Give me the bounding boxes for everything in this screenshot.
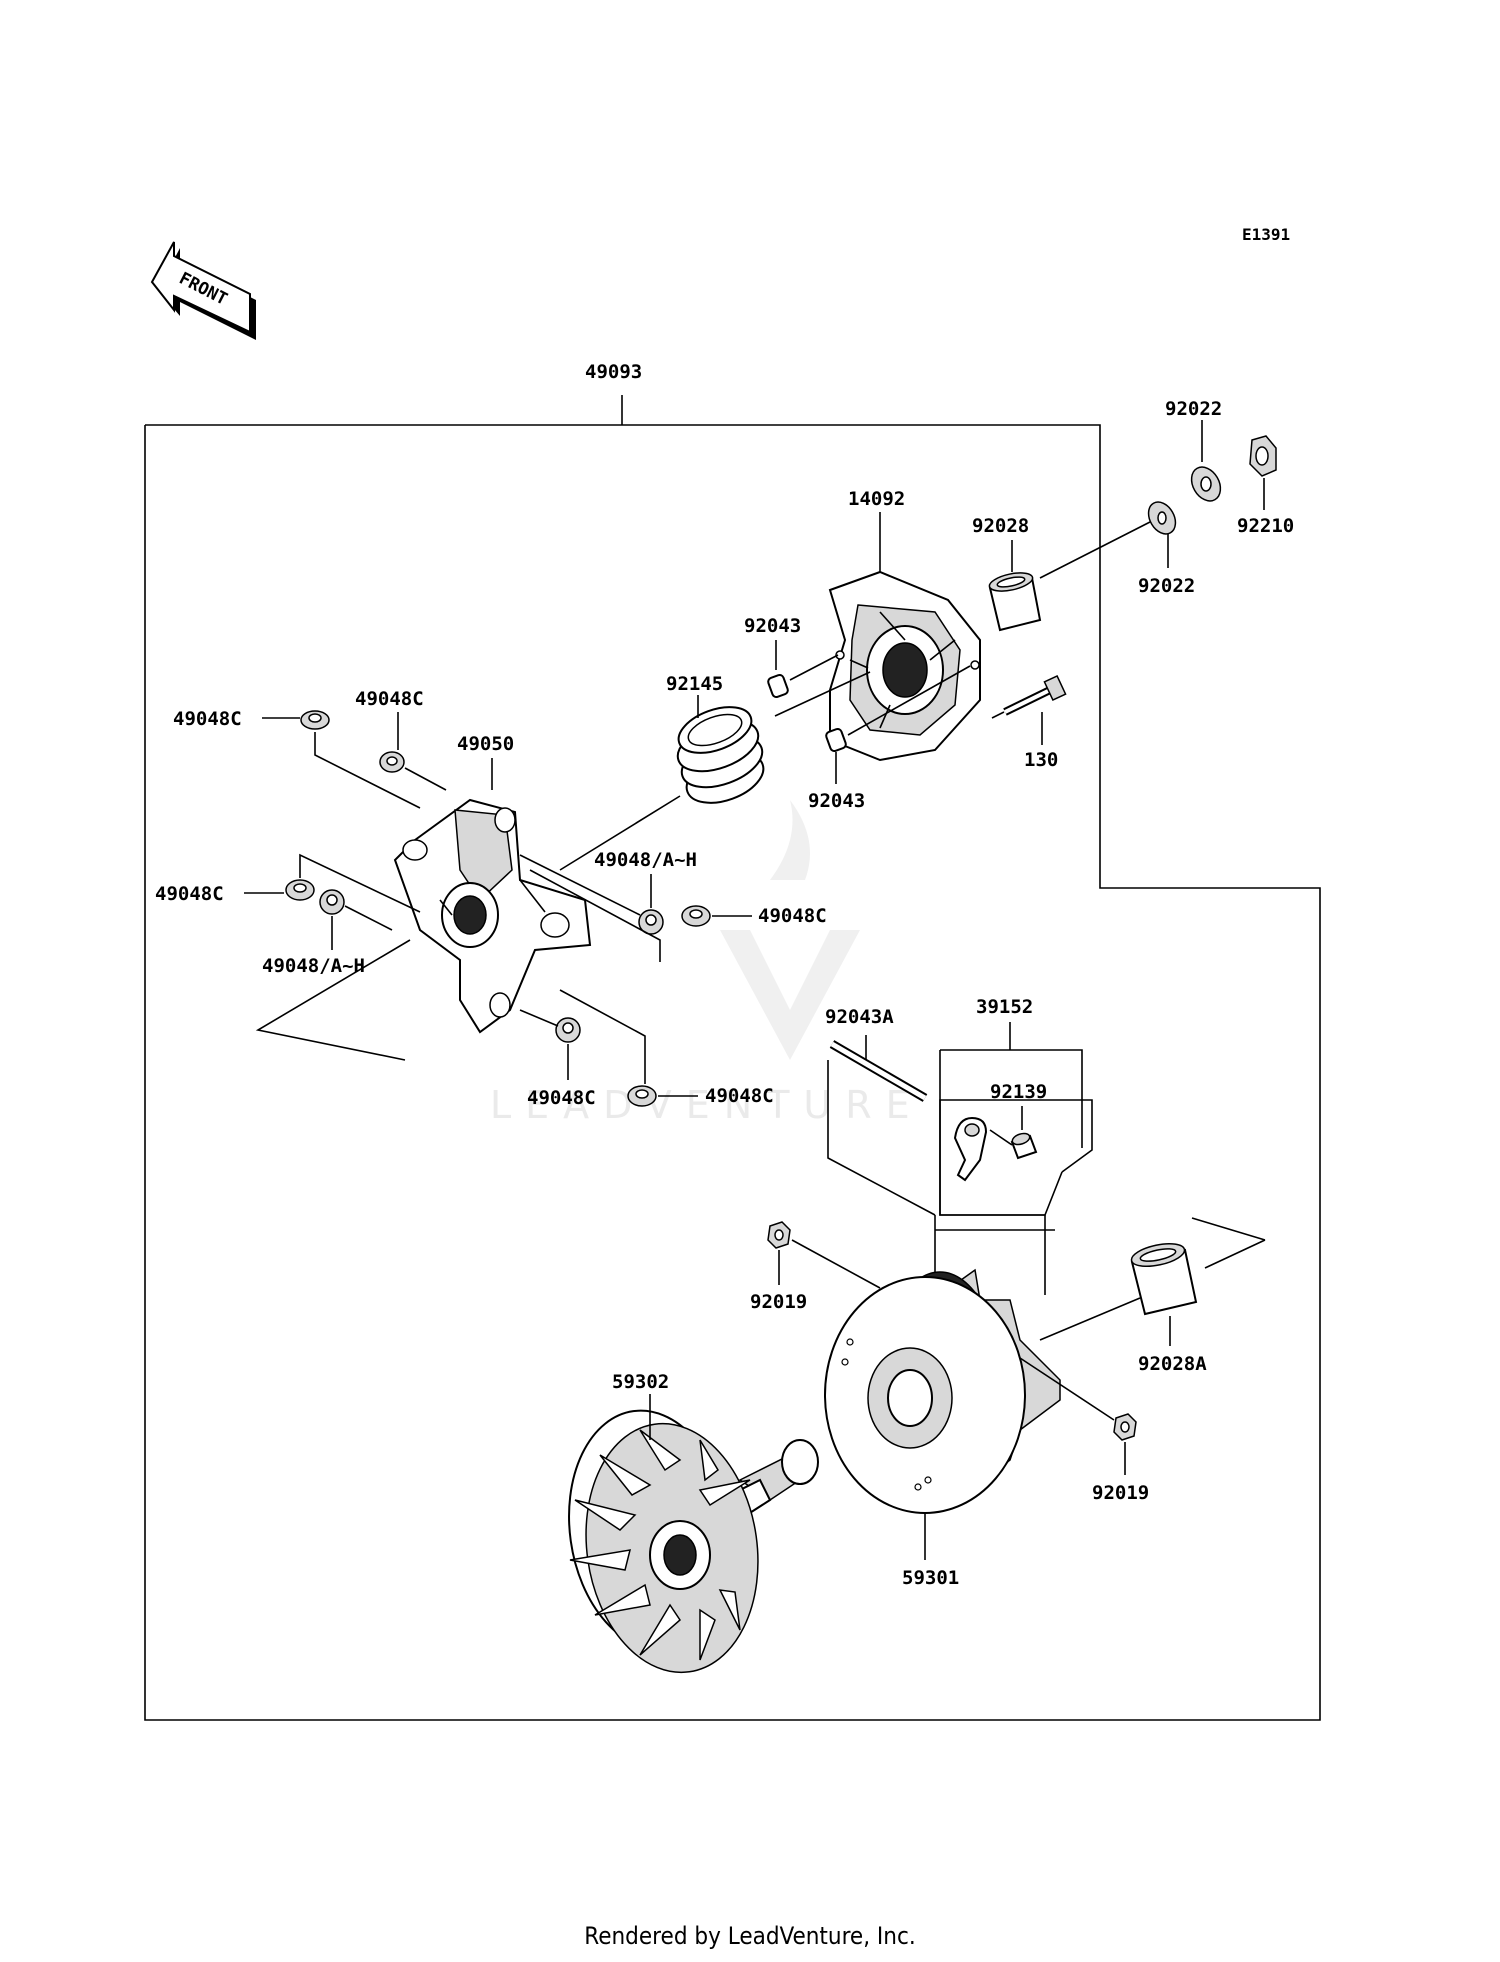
callout-92210: 92210 — [1237, 515, 1294, 537]
dowel-pin-92043-lower — [825, 727, 847, 753]
washer-92022-outer — [1147, 501, 1177, 535]
watermark-text: LEADVENTURE — [490, 1083, 924, 1127]
nut-49048C-2 — [379, 751, 405, 773]
callout-49048AH-right: 49048/A~H — [594, 849, 697, 871]
fixed-sheave-59302 — [568, 1409, 819, 1674]
nut-49048AH-left — [319, 889, 345, 915]
washer-92022-inner — [1190, 466, 1222, 502]
callout-49048C-3: 49048C — [155, 883, 224, 905]
nut-49048AH-right — [638, 909, 664, 935]
front-arrow-icon: FRONT — [150, 241, 256, 340]
spring-92145 — [676, 706, 765, 804]
nut-49048C-3 — [285, 879, 315, 901]
callout-49048C-1: 49048C — [173, 708, 242, 730]
nut-92019-upper — [767, 1221, 791, 1249]
watermark-logo: LEADVENTURE — [490, 800, 924, 1127]
callout-92139: 92139 — [990, 1081, 1047, 1103]
nut-49048C-4 — [681, 905, 711, 927]
nut-49048C-5 — [555, 1017, 581, 1043]
callout-49048C-6: 49048C — [705, 1085, 774, 1107]
bushing-92028 — [988, 572, 1042, 632]
callout-49048C-5: 49048C — [527, 1087, 596, 1109]
bushing-92028A — [1130, 1242, 1198, 1316]
nut-92210 — [1249, 435, 1277, 477]
callout-49048C-4: 49048C — [758, 905, 827, 927]
movable-sheave-59301 — [824, 1268, 1061, 1514]
callout-130: 130 — [1024, 749, 1058, 771]
diagram-code: E1391 — [1242, 225, 1290, 244]
roller-92139 — [1010, 1132, 1038, 1160]
callout-39152: 39152 — [976, 996, 1033, 1018]
callout-59301: 59301 — [902, 1567, 959, 1589]
callout-92043A: 92043A — [825, 1006, 894, 1028]
callout-92043-upper: 92043 — [744, 615, 801, 637]
pin-92043A — [829, 1040, 928, 1102]
callout-49048AH-left: 49048/A~H — [262, 955, 365, 977]
nut-49048C-1 — [300, 710, 330, 730]
callout-92022-top: 92022 — [1165, 398, 1222, 420]
callout-92022-mid: 92022 — [1138, 575, 1195, 597]
callout-49050: 49050 — [457, 733, 514, 755]
callout-92043-lower: 92043 — [808, 790, 865, 812]
nut-49048C-6 — [627, 1085, 657, 1107]
cover-14092 — [828, 570, 981, 762]
callout-92145: 92145 — [666, 673, 723, 695]
callout-92019-lower: 92019 — [1092, 1482, 1149, 1504]
callout-49048C-2: 49048C — [355, 688, 424, 710]
callout-59302: 59302 — [612, 1371, 669, 1393]
callout-92028A: 92028A — [1138, 1353, 1207, 1375]
weight-arm — [953, 1116, 988, 1182]
nut-92019-lower — [1113, 1413, 1137, 1441]
callout-49093: 49093 — [585, 361, 642, 383]
callout-92028: 92028 — [972, 515, 1029, 537]
dowel-pin-92043-upper — [767, 673, 789, 699]
spider-49050 — [393, 798, 592, 1034]
assembly-boundary — [144, 424, 1321, 1721]
callout-14092: 14092 — [848, 488, 905, 510]
callout-92019-upper: 92019 — [750, 1291, 807, 1313]
bolt-130 — [1003, 674, 1067, 716]
footer-credit: Rendered by LeadVenture, Inc. — [584, 1922, 916, 1950]
